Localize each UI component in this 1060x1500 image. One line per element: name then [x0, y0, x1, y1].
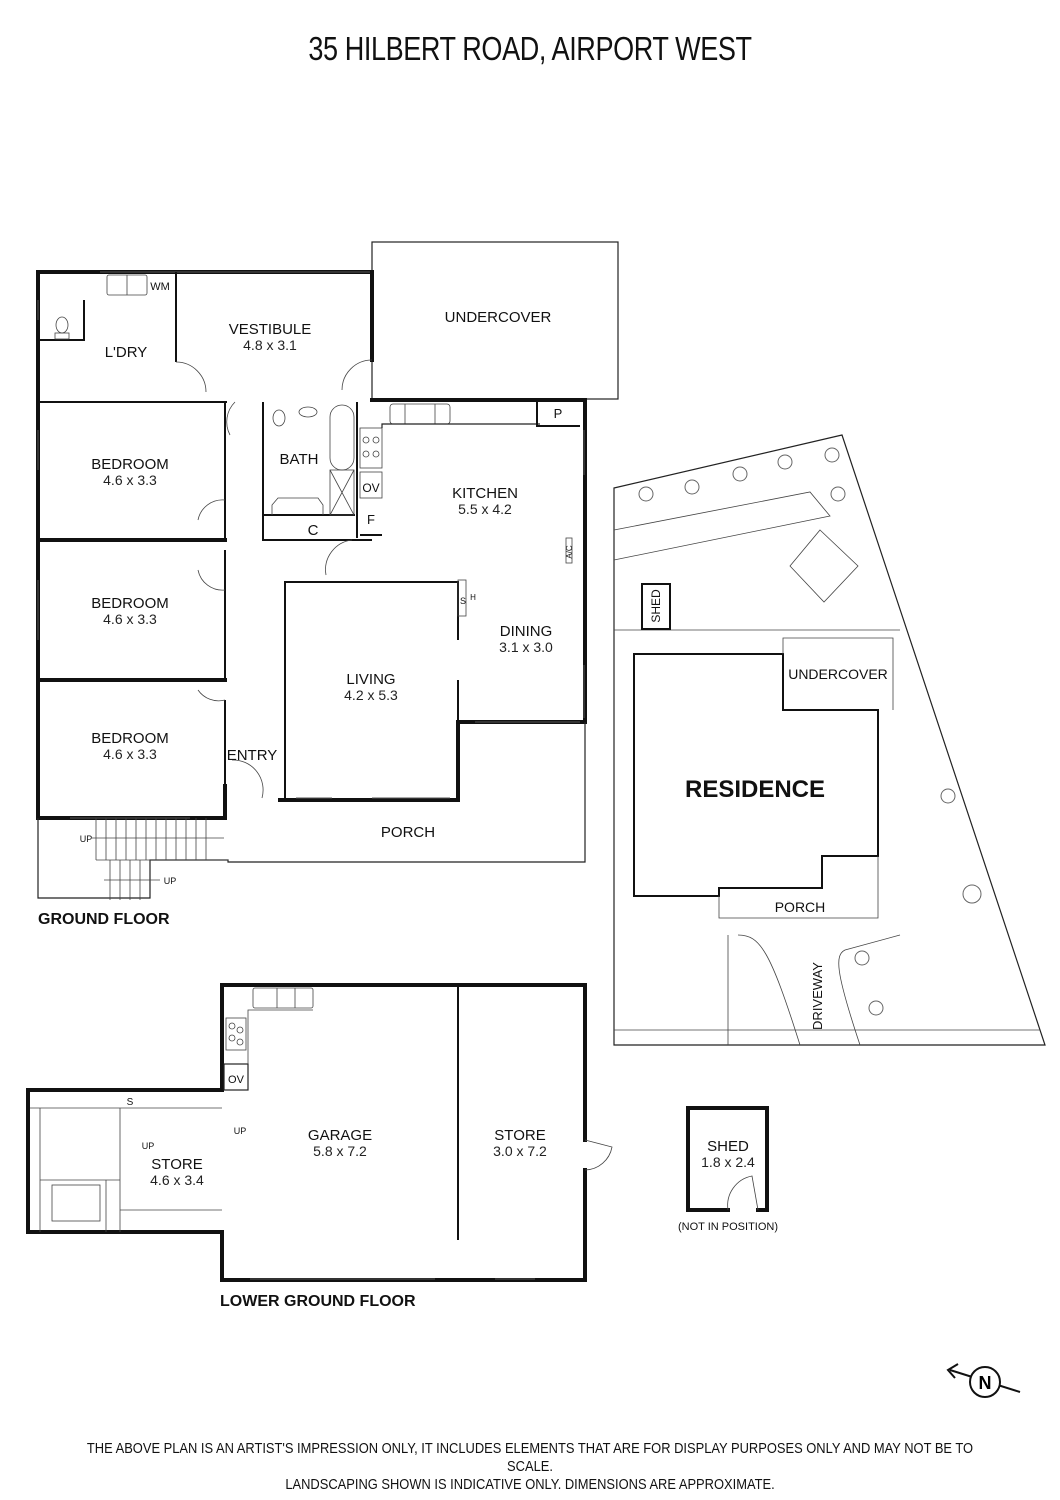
room-dining-label: DINING — [500, 623, 553, 640]
room-garage-dims: 5.8 x 7.2 — [313, 1143, 367, 1159]
disclaimer: THE ABOVE PLAN IS AN ARTIST'S IMPRESSION… — [74, 1440, 986, 1494]
air-conditioner-label: A/C — [565, 545, 574, 559]
room-living-label: LIVING — [346, 671, 395, 688]
washing-machine-label: WM — [150, 281, 170, 293]
property-address-title: 35 HILBERT ROAD, AIRPORT WEST — [308, 30, 752, 67]
room-store-2-label: STORE — [151, 1156, 202, 1173]
room-bedroom-2-label: BEDROOM — [91, 595, 169, 612]
room-undercover-label: UNDERCOVER — [445, 309, 552, 326]
stair-up-label: UP — [80, 834, 93, 844]
h-label: H — [470, 593, 476, 602]
room-dining-dims: 3.1 x 3.0 — [499, 639, 553, 655]
pantry-label: P — [554, 406, 563, 421]
site-undercover-label: UNDERCOVER — [788, 666, 888, 682]
stair-up-label: UP — [164, 876, 177, 886]
room-store-1-label: STORE — [494, 1127, 545, 1144]
shed-dims: 1.8 x 2.4 — [701, 1154, 755, 1170]
cupboard-label: C — [308, 522, 319, 539]
shed-note: (NOT IN POSITION) — [678, 1221, 778, 1233]
room-bedroom-3-dims: 4.6 x 3.3 — [103, 746, 157, 762]
room-bath-label: BATH — [280, 451, 319, 468]
room-store-1-dims: 3.0 x 7.2 — [493, 1143, 547, 1159]
room-garage-label: GARAGE — [308, 1127, 372, 1144]
room-bedroom-3-label: BEDROOM — [91, 730, 169, 747]
room-vestibule-label: VESTIBULE — [229, 321, 312, 338]
disclaimer-line-1: THE ABOVE PLAN IS AN ARTIST'S IMPRESSION… — [86, 1440, 974, 1475]
stair-up-label: UP — [142, 1141, 155, 1151]
room-bedroom-1-label: BEDROOM — [91, 456, 169, 473]
site-porch-label: PORCH — [775, 899, 826, 915]
room-store-2-dims: 4.6 x 3.4 — [150, 1172, 204, 1188]
room-living-dims: 4.2 x 5.3 — [344, 687, 398, 703]
room-entry-label: ENTRY — [227, 747, 278, 764]
shed-plan: SHED 1.8 x 2.4 (NOT IN POSITION) — [678, 1106, 778, 1233]
compass-label: N — [979, 1373, 992, 1393]
room-vestibule-dims: 4.8 x 3.1 — [243, 337, 297, 353]
residence-label: RESIDENCE — [685, 776, 825, 803]
s-label: S — [460, 596, 466, 606]
site-plan: SHED UNDERCOVER RESIDENCE PORCH DRIVEWAY — [613, 434, 1046, 1046]
ground-floor-plan: WM — [36, 241, 619, 928]
oven-label: OV — [228, 1074, 245, 1086]
ground-floor-label: GROUND FLOOR — [38, 911, 170, 928]
oven-label: OV — [362, 481, 379, 495]
shed-label: SHED — [707, 1138, 749, 1155]
room-kitchen-label: KITCHEN — [452, 485, 518, 502]
stair-up-label: UP — [234, 1126, 247, 1136]
room-bedroom-2-dims: 4.6 x 3.3 — [103, 611, 157, 627]
north-compass-icon: N — [946, 1363, 1021, 1398]
fridge-label: F — [367, 512, 375, 527]
lower-ground-floor-plan: S UP UP OV GARAGE 5.8 x 7.2 STORE 3.0 x … — [26, 983, 613, 1310]
s-label: S — [127, 1097, 134, 1108]
disclaimer-line-2: LANDSCAPING SHOWN IS INDICATIVE ONLY. DI… — [285, 1476, 775, 1493]
room-laundry-label: L'DRY — [105, 344, 148, 361]
room-kitchen-dims: 5.5 x 4.2 — [458, 501, 512, 517]
site-shed-label: SHED — [649, 589, 663, 623]
lower-ground-floor-label: LOWER GROUND FLOOR — [220, 1293, 416, 1310]
room-bedroom-1-dims: 4.6 x 3.3 — [103, 472, 157, 488]
room-porch-label: PORCH — [381, 824, 435, 841]
driveway-label: DRIVEWAY — [810, 962, 825, 1030]
